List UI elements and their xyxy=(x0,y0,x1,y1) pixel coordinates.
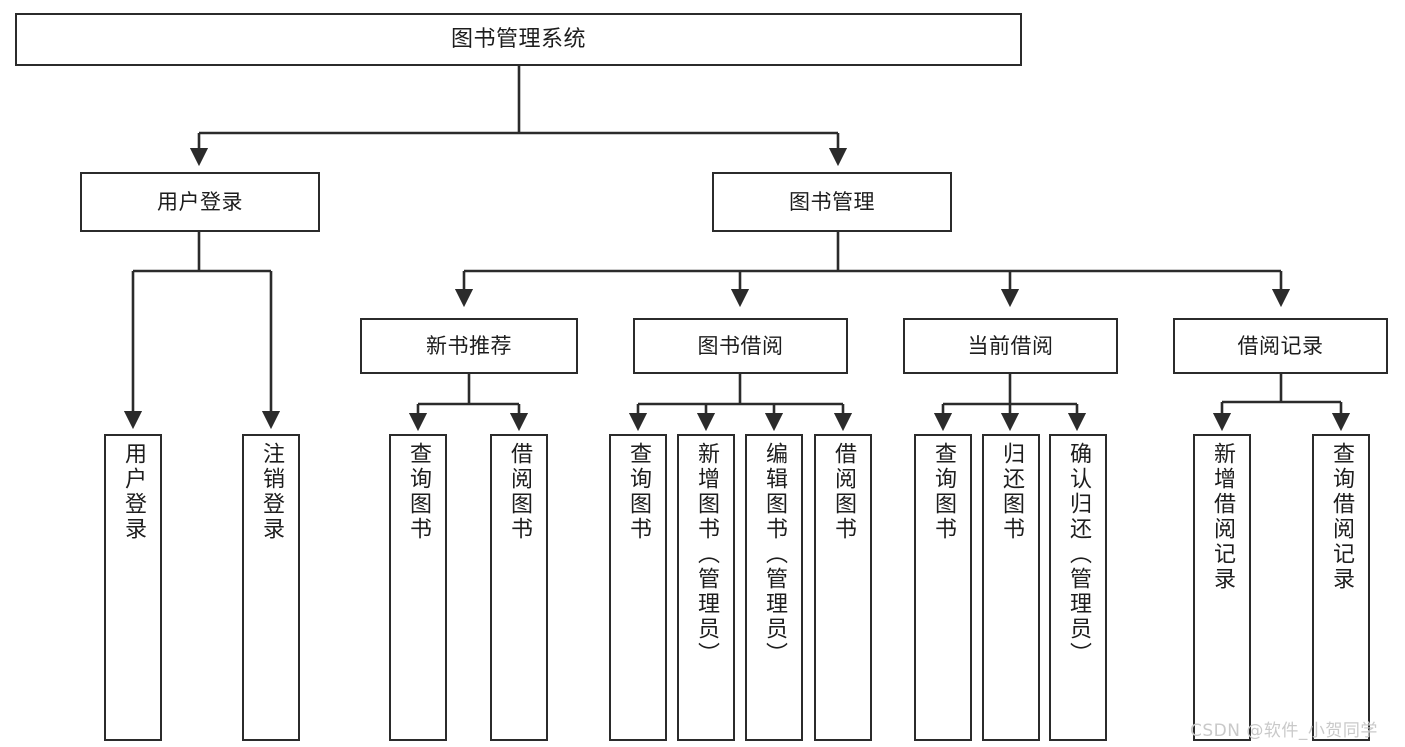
node-label: 归还图书 xyxy=(999,442,1024,542)
node-label: 新增借阅记录 xyxy=(1210,442,1235,592)
node-leaf-borrow-book-1[interactable]: 借阅图书 xyxy=(490,434,548,741)
node-label: 当前借阅 xyxy=(967,333,1054,358)
node-label: 编辑图书（管理员） xyxy=(762,442,787,667)
node-label: 图书借阅 xyxy=(697,333,784,358)
node-label: 新增图书（管理员） xyxy=(694,442,719,667)
node-leaf-query-book-1[interactable]: 查询图书 xyxy=(389,434,447,741)
node-leaf-add-record[interactable]: 新增借阅记录 xyxy=(1193,434,1251,741)
node-label: 注销登录 xyxy=(259,442,284,542)
node-label: 借阅图书 xyxy=(507,442,532,542)
node-label: 图书管理系统 xyxy=(450,26,586,52)
node-leaf-query-record[interactable]: 查询借阅记录 xyxy=(1312,434,1370,741)
node-borrow-record[interactable]: 借阅记录 xyxy=(1173,318,1388,374)
node-label: 查询图书 xyxy=(406,442,431,542)
node-leaf-borrow-book-2[interactable]: 借阅图书 xyxy=(814,434,872,741)
node-label: 借阅图书 xyxy=(831,442,856,542)
node-new-book-recommend[interactable]: 新书推荐 xyxy=(360,318,578,374)
watermark: CSDN @软件_小贺同学 xyxy=(1190,721,1378,741)
node-leaf-confirm-return[interactable]: 确认归还（管理员） xyxy=(1049,434,1107,741)
node-label: 用户登录 xyxy=(121,442,146,542)
node-label: 查询借阅记录 xyxy=(1329,442,1354,592)
node-label: 查询图书 xyxy=(626,442,651,542)
node-root-system[interactable]: 图书管理系统 xyxy=(15,13,1022,66)
node-label: 新书推荐 xyxy=(426,333,512,358)
node-user-login[interactable]: 用户登录 xyxy=(80,172,320,232)
node-leaf-return-book[interactable]: 归还图书 xyxy=(982,434,1040,741)
node-book-management[interactable]: 图书管理 xyxy=(712,172,952,232)
node-current-borrow[interactable]: 当前借阅 xyxy=(903,318,1118,374)
node-label: 借阅记录 xyxy=(1237,333,1324,358)
node-leaf-add-book[interactable]: 新增图书（管理员） xyxy=(677,434,735,741)
node-leaf-edit-book[interactable]: 编辑图书（管理员） xyxy=(745,434,803,741)
node-label: 图书管理 xyxy=(789,189,875,214)
node-label: 用户登录 xyxy=(157,189,243,214)
node-leaf-query-book-3[interactable]: 查询图书 xyxy=(914,434,972,741)
node-leaf-query-book-2[interactable]: 查询图书 xyxy=(609,434,667,741)
node-label: 确认归还（管理员） xyxy=(1066,442,1091,667)
node-label: 查询图书 xyxy=(931,442,956,542)
node-leaf-user-login[interactable]: 用户登录 xyxy=(104,434,162,741)
node-book-borrow[interactable]: 图书借阅 xyxy=(633,318,848,374)
node-leaf-logout[interactable]: 注销登录 xyxy=(242,434,300,741)
